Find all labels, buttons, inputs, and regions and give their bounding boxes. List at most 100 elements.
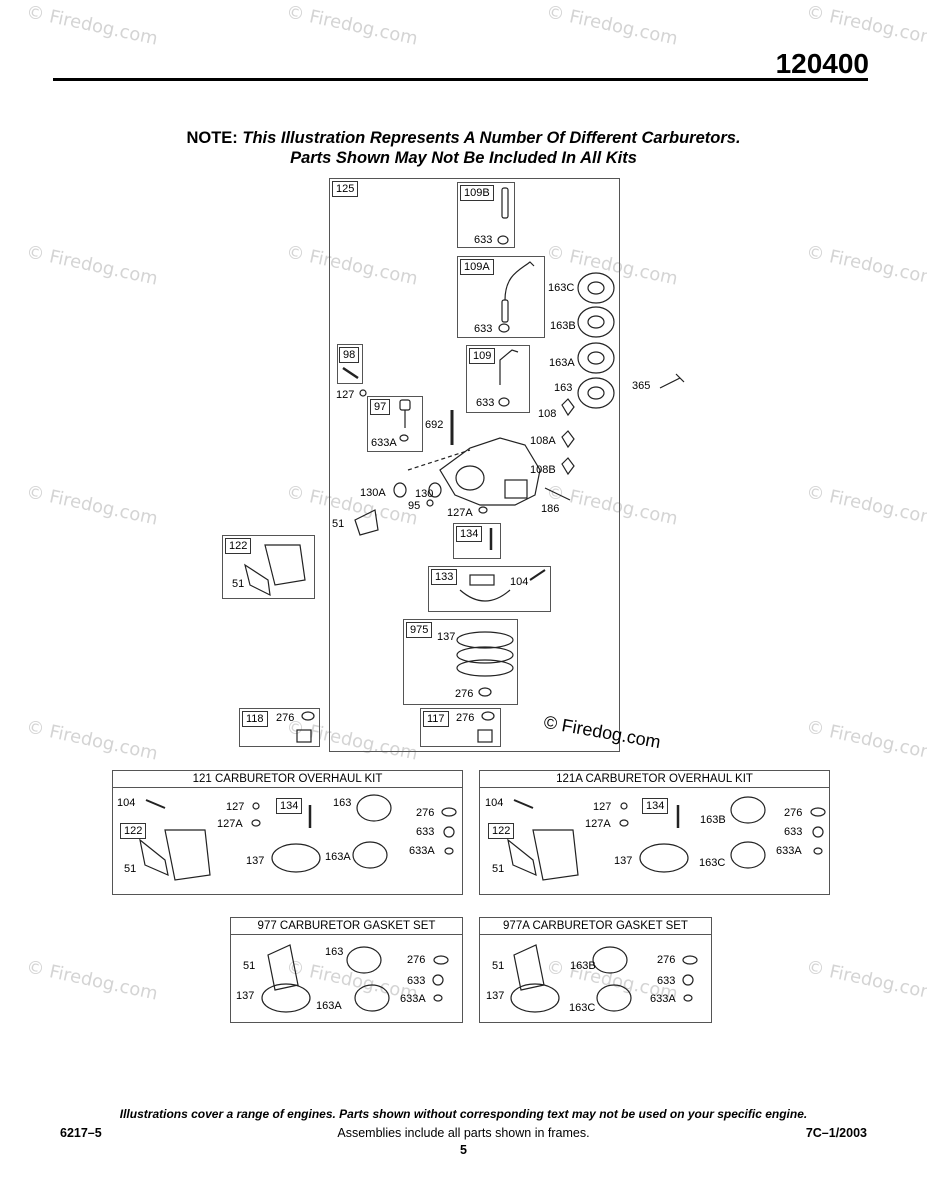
label-633: 633 xyxy=(784,826,803,838)
group-133-tag: 133 xyxy=(431,569,458,585)
spacer-122-icon xyxy=(264,544,306,586)
ring-137-icon xyxy=(261,983,311,1013)
seat-633-icon xyxy=(498,397,510,407)
gasket-163c-icon xyxy=(577,272,615,304)
label-276: 276 xyxy=(276,712,295,724)
kit-977a-frame: 977A CARBURETOR GASKET SET xyxy=(479,917,712,1023)
label-163: 163 xyxy=(325,946,344,958)
carburetor-body-icon xyxy=(439,437,541,506)
seat-633-icon xyxy=(498,323,510,333)
gasket-163b-icon xyxy=(592,946,628,974)
label-51: 51 xyxy=(332,518,345,530)
group-109-tag: 109 xyxy=(469,348,496,364)
label-163b: 163B xyxy=(550,320,576,332)
group-122-frame: 122 xyxy=(222,535,315,599)
needle-109a-icon xyxy=(501,299,509,323)
pin-104-icon xyxy=(529,569,546,581)
gasket-51-icon xyxy=(244,563,271,597)
plate-108b-icon xyxy=(561,457,575,476)
ring-137-icon xyxy=(639,843,689,873)
gasket-163b-icon xyxy=(577,306,615,338)
gasket-51-icon xyxy=(507,838,537,877)
group-118-frame: 118 xyxy=(239,708,320,747)
label-51: 51 xyxy=(243,960,256,972)
label-137: 137 xyxy=(246,855,265,867)
label-633: 633 xyxy=(657,975,676,987)
float-133-top-icon xyxy=(469,574,495,586)
label-276: 276 xyxy=(407,954,426,966)
group-975-tag: 975 xyxy=(406,622,433,638)
washer-130-icon xyxy=(428,482,442,498)
group-97-tag: 97 xyxy=(370,399,391,415)
group-97-frame: 97 xyxy=(367,396,423,452)
label-276: 276 xyxy=(784,807,803,819)
washer-130a-icon xyxy=(393,482,407,498)
bowl-ring-icon xyxy=(456,659,514,677)
seat-633-icon xyxy=(812,826,824,838)
label-163c: 163C xyxy=(569,1002,596,1014)
group-122-tag: 122 xyxy=(225,538,252,554)
label-51: 51 xyxy=(232,578,245,590)
label-163b: 163B xyxy=(570,960,596,972)
gasket-276-icon xyxy=(682,955,698,965)
label-365: 365 xyxy=(632,380,651,392)
kit-121-frame: 121 CARBURETOR OVERHAUL KIT 134 122 xyxy=(112,770,463,895)
kit-121a-tag-134: 134 xyxy=(642,798,669,814)
nut-117-icon xyxy=(477,729,493,743)
pin-104-icon xyxy=(145,799,166,809)
oring-127-icon xyxy=(359,389,367,397)
label-633: 633 xyxy=(474,323,493,335)
footer-disclaimer: Illustrations cover a range of engines. … xyxy=(119,1107,808,1121)
gasket-hole-icon xyxy=(587,281,605,295)
group-109a-tag: 109A xyxy=(460,259,494,275)
main-frame-tag: 125 xyxy=(332,181,359,197)
label-127a: 127A xyxy=(447,507,473,519)
seat-633-icon xyxy=(432,974,444,986)
gasket-276-icon xyxy=(481,711,495,721)
needle-109-icon xyxy=(499,349,519,385)
oring-127a-icon xyxy=(478,506,488,514)
group-118-tag: 118 xyxy=(242,711,268,727)
kit-121-title: 121 CARBURETOR OVERHAUL KIT xyxy=(113,771,462,788)
nut-118-icon xyxy=(296,729,312,743)
screw-98-icon xyxy=(342,366,359,380)
pipe-109a-icon xyxy=(504,261,535,301)
screw-365-icon xyxy=(659,373,685,389)
group-109b-frame: 109B xyxy=(457,182,515,248)
label-108b: 108B xyxy=(530,464,556,476)
gasket-51-icon xyxy=(139,838,169,877)
label-127: 127 xyxy=(226,801,245,813)
leader-line xyxy=(407,449,471,471)
seat-633-icon xyxy=(497,235,509,245)
note-text-2: Parts Shown May Not Be Included In All K… xyxy=(290,149,637,167)
label-163b: 163B xyxy=(700,814,726,826)
gasket-276-icon xyxy=(433,955,449,965)
gasket-163a-icon xyxy=(354,984,390,1012)
label-276: 276 xyxy=(657,954,676,966)
plate-108a-icon xyxy=(561,430,575,449)
oring-127-icon xyxy=(620,802,628,810)
group-98-frame: 98 xyxy=(337,344,363,384)
kit-121a-tag-122: 122 xyxy=(488,823,515,839)
footer-assemblies-note: Assemblies include all parts shown in fr… xyxy=(337,1126,590,1140)
oring-127a-icon xyxy=(619,819,629,827)
note-line-2: Parts Shown May Not Be Included In All K… xyxy=(0,148,927,168)
label-104: 104 xyxy=(485,797,504,809)
label-163a: 163A xyxy=(325,851,351,863)
group-134-frame: 134 xyxy=(453,523,501,559)
label-633: 633 xyxy=(407,975,426,987)
label-127: 127 xyxy=(593,801,612,813)
label-163a: 163A xyxy=(316,1000,342,1012)
label-633a: 633A xyxy=(371,437,397,449)
label-633a: 633A xyxy=(400,993,426,1005)
page-number: 5 xyxy=(460,1143,467,1157)
oring-633a-icon xyxy=(683,994,693,1002)
note-line-1: NOTE: This Illustration Represents A Num… xyxy=(0,128,927,148)
gasket-163-icon xyxy=(346,946,382,974)
note-prefix: NOTE: xyxy=(186,129,238,147)
carburetor-block-icon xyxy=(504,479,528,499)
footer-revision: 7C–1/2003 xyxy=(805,1126,867,1140)
kit-977a-title: 977A CARBURETOR GASKET SET xyxy=(480,918,711,935)
gasket-276-icon xyxy=(301,711,315,721)
oring-633a-icon xyxy=(444,847,454,855)
